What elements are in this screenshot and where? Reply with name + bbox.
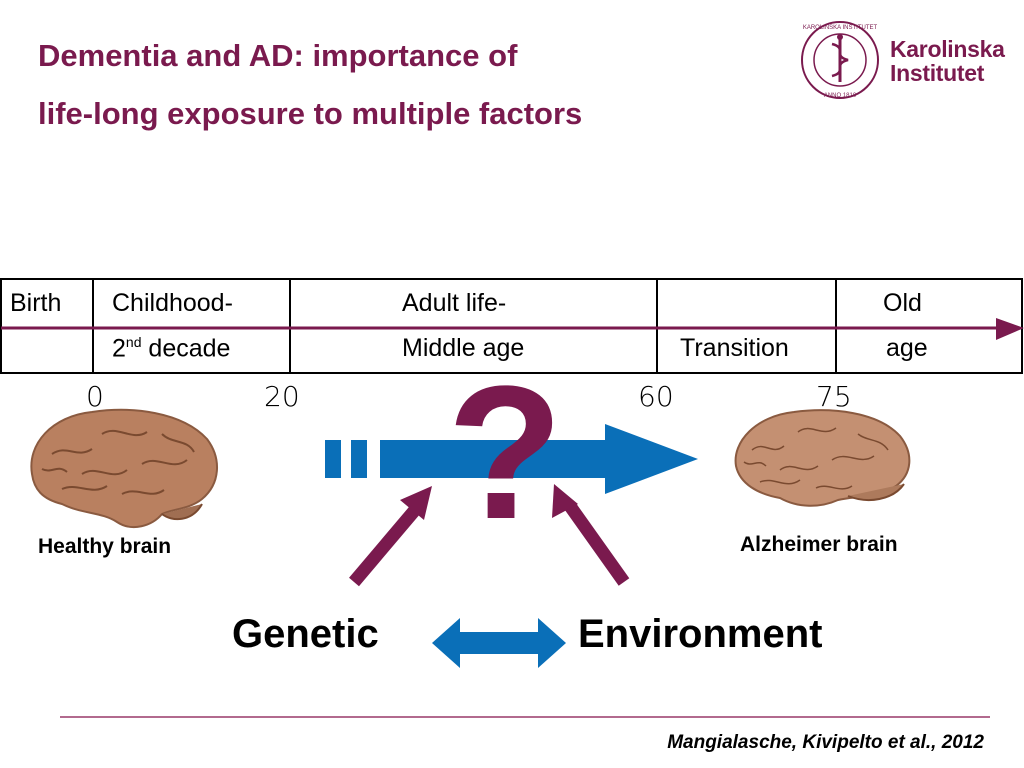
timeline-birth: Birth	[10, 289, 62, 317]
karolinska-seal-icon: KAROLINSKA INSTITUTET ANNO 1810	[801, 21, 879, 99]
genetic-arrowhead-icon	[400, 486, 432, 520]
timeline-old-line-1: Old	[883, 289, 922, 317]
seal-text: KAROLINSKA INSTITUTET	[803, 25, 878, 31]
footer-divider	[60, 716, 990, 718]
timeline-childhood-line-2: 2nd decade	[112, 334, 231, 363]
timeline-old-line-2: age	[886, 334, 928, 362]
logo-name-line-2: Institutet	[890, 60, 985, 86]
timeline-transition: Transition	[680, 334, 789, 362]
genetic-influence-arrow	[349, 499, 425, 587]
environment-label: Environment	[578, 612, 823, 656]
timeline-arrowhead-icon	[996, 318, 1024, 340]
age-20: 20	[264, 380, 300, 413]
timeline-childhood-line-1: Childhood-	[112, 289, 233, 317]
environment-influence-arrow	[564, 502, 630, 586]
title-line-1: Dementia and AD: importance of	[38, 38, 518, 73]
seal-year: ANNO 1810	[824, 93, 857, 99]
environment-arrowhead-icon	[552, 484, 578, 518]
question-mark: ?	[447, 347, 564, 559]
age-60: 60	[638, 380, 674, 413]
timeline-adult-line-1: Adult life-	[402, 289, 507, 317]
influence-arrows	[349, 484, 630, 587]
alzheimer-brain-icon	[734, 409, 911, 507]
healthy-brain-caption: Healthy brain	[38, 535, 172, 558]
alzheimer-brain-caption: Alzheimer brain	[740, 533, 898, 556]
logo-name-line-1: Karolinska	[890, 36, 1005, 62]
interaction-double-arrow-icon	[432, 618, 566, 668]
citation: Mangialasche, Kivipelto et al., 2012	[667, 732, 984, 753]
genetic-label: Genetic	[232, 612, 379, 656]
progression-arrow-icon	[325, 424, 698, 494]
age-0: 0	[86, 380, 104, 413]
title-line-2: life-long exposure to multiple factors	[38, 96, 583, 131]
timeline-adult-line-2: Middle age	[402, 334, 525, 362]
age-75: 75	[816, 380, 852, 413]
healthy-brain-icon	[30, 408, 219, 529]
timeline-table	[0, 278, 1024, 374]
